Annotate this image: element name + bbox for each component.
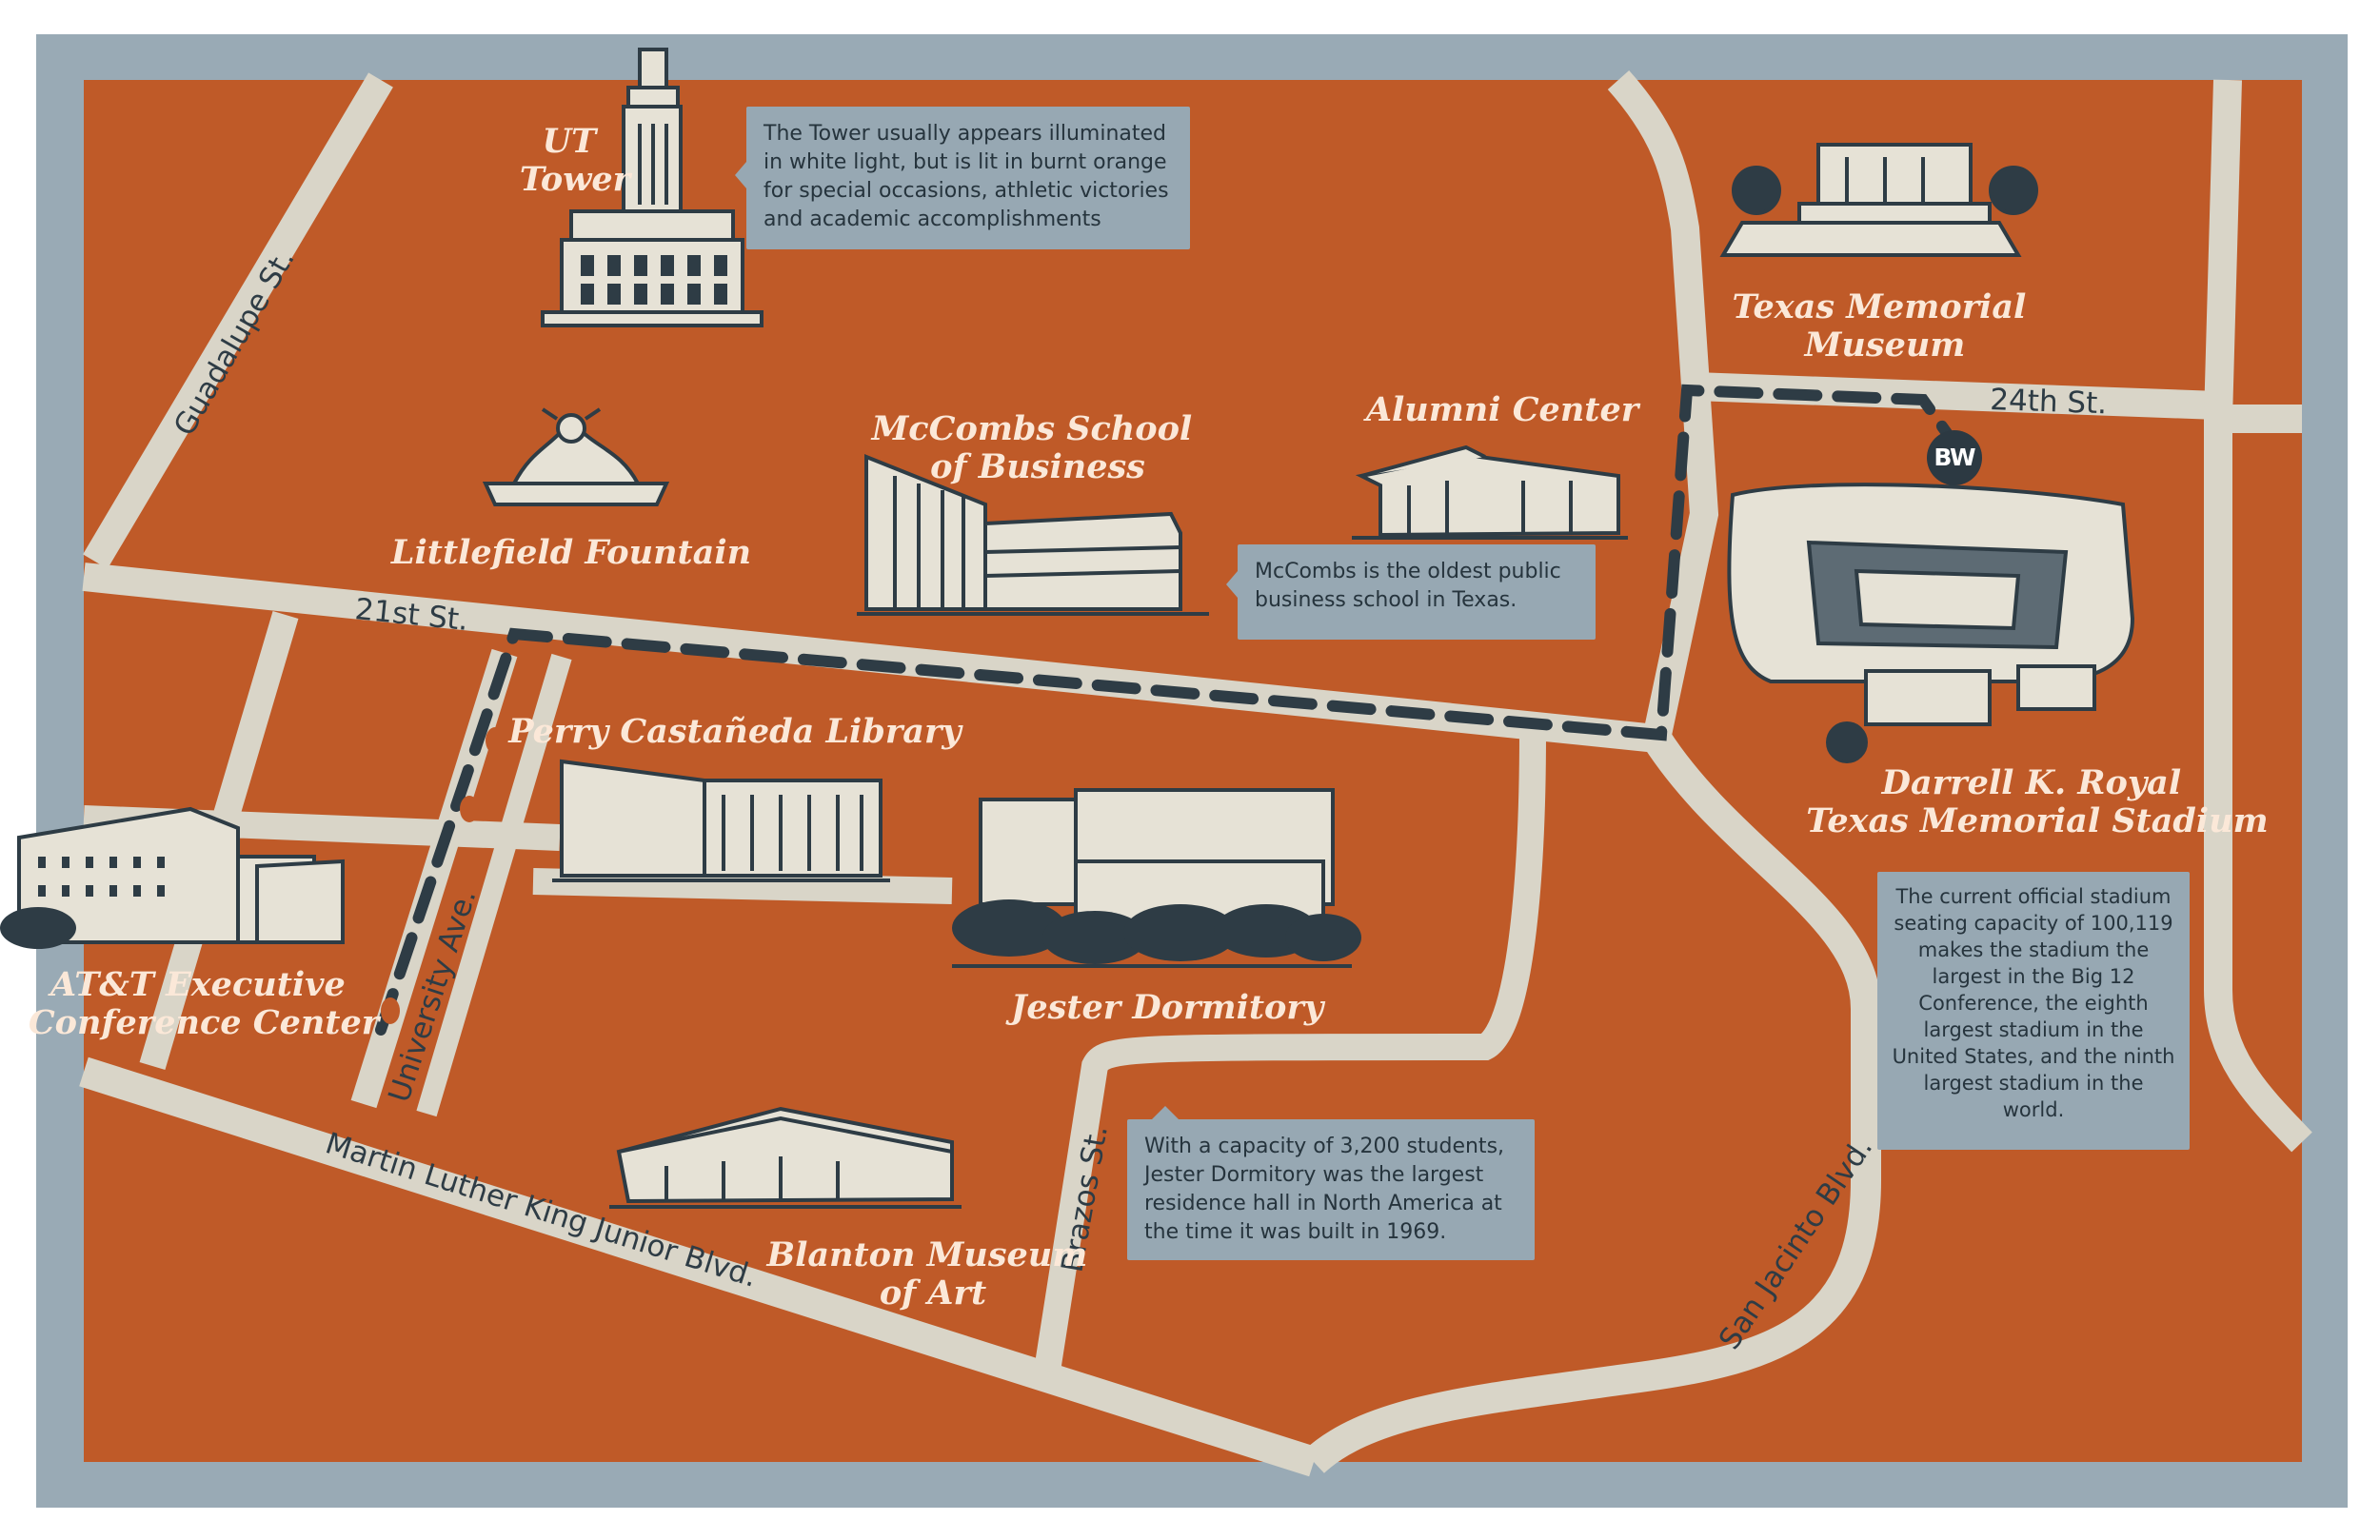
alumni-center-illustration [1352, 444, 1628, 540]
road-far-east [2204, 79, 2312, 1153]
callout-mccombs: McCombs is the oldest public business sc… [1238, 544, 1596, 640]
texas-memorial-museum-illustration [1719, 143, 2038, 257]
callout-tower: The Tower usually appears illuminated in… [746, 107, 1190, 249]
place-label-blanton: Blanton Museum of Art [766, 1235, 1100, 1313]
perry-castaneda-library-illustration [552, 759, 890, 882]
stadium-illustration [1727, 483, 2135, 763]
callout-jester: With a capacity of 3,200 students, Jeste… [1127, 1119, 1535, 1260]
ut-tower-illustration [541, 48, 764, 327]
road-san-jacinto [1303, 730, 1881, 1474]
route-line [375, 384, 1953, 1036]
callout-tail-jester [1152, 1106, 1179, 1119]
place-label-alumni-center: Alumni Center [1363, 390, 1641, 429]
place-label-att: AT&T Executive Conference Center [29, 965, 382, 1042]
blanton-museum-illustration [609, 1106, 962, 1209]
road-brazos [1034, 732, 1546, 1373]
place-label-littlefield-fountain: Littlefield Fountain [390, 533, 751, 572]
place-label-ut-tower: UT Tower [520, 122, 633, 199]
road-guadalupe [83, 72, 393, 569]
road-24th [1694, 372, 2219, 420]
att-conference-center-illustration [0, 806, 345, 949]
place-label-pcl: Perry Castañeda Library [507, 712, 963, 751]
place-label-stadium: Darrell K. Royal Texas Memorial Stadium [1806, 763, 2268, 840]
place-label-jester: Jester Dormitory [1005, 988, 1326, 1027]
route-dots [381, 727, 505, 1024]
road-label-24th: 24th St. [1990, 383, 2108, 421]
road-mlk [79, 1056, 1319, 1477]
mccombs-illustration [857, 454, 1209, 616]
callout-stadium: The current official stadium seating cap… [1877, 872, 2190, 1150]
place-label-texas-memorial-museum: Texas Memorial Museum [1732, 287, 2037, 365]
road-north-east [1607, 70, 1719, 742]
place-label-mccombs: McCombs School of Business [871, 409, 1204, 486]
jester-dormitory-illustration [952, 788, 1361, 968]
road-horizontal-low [532, 868, 953, 904]
callout-tail-tower [735, 162, 746, 188]
road-university-b [416, 653, 572, 1117]
littlefield-fountain-illustration [482, 407, 670, 506]
callout-tail-mccombs [1226, 571, 1238, 598]
hotel-badge[interactable]: BW [1927, 430, 1982, 485]
